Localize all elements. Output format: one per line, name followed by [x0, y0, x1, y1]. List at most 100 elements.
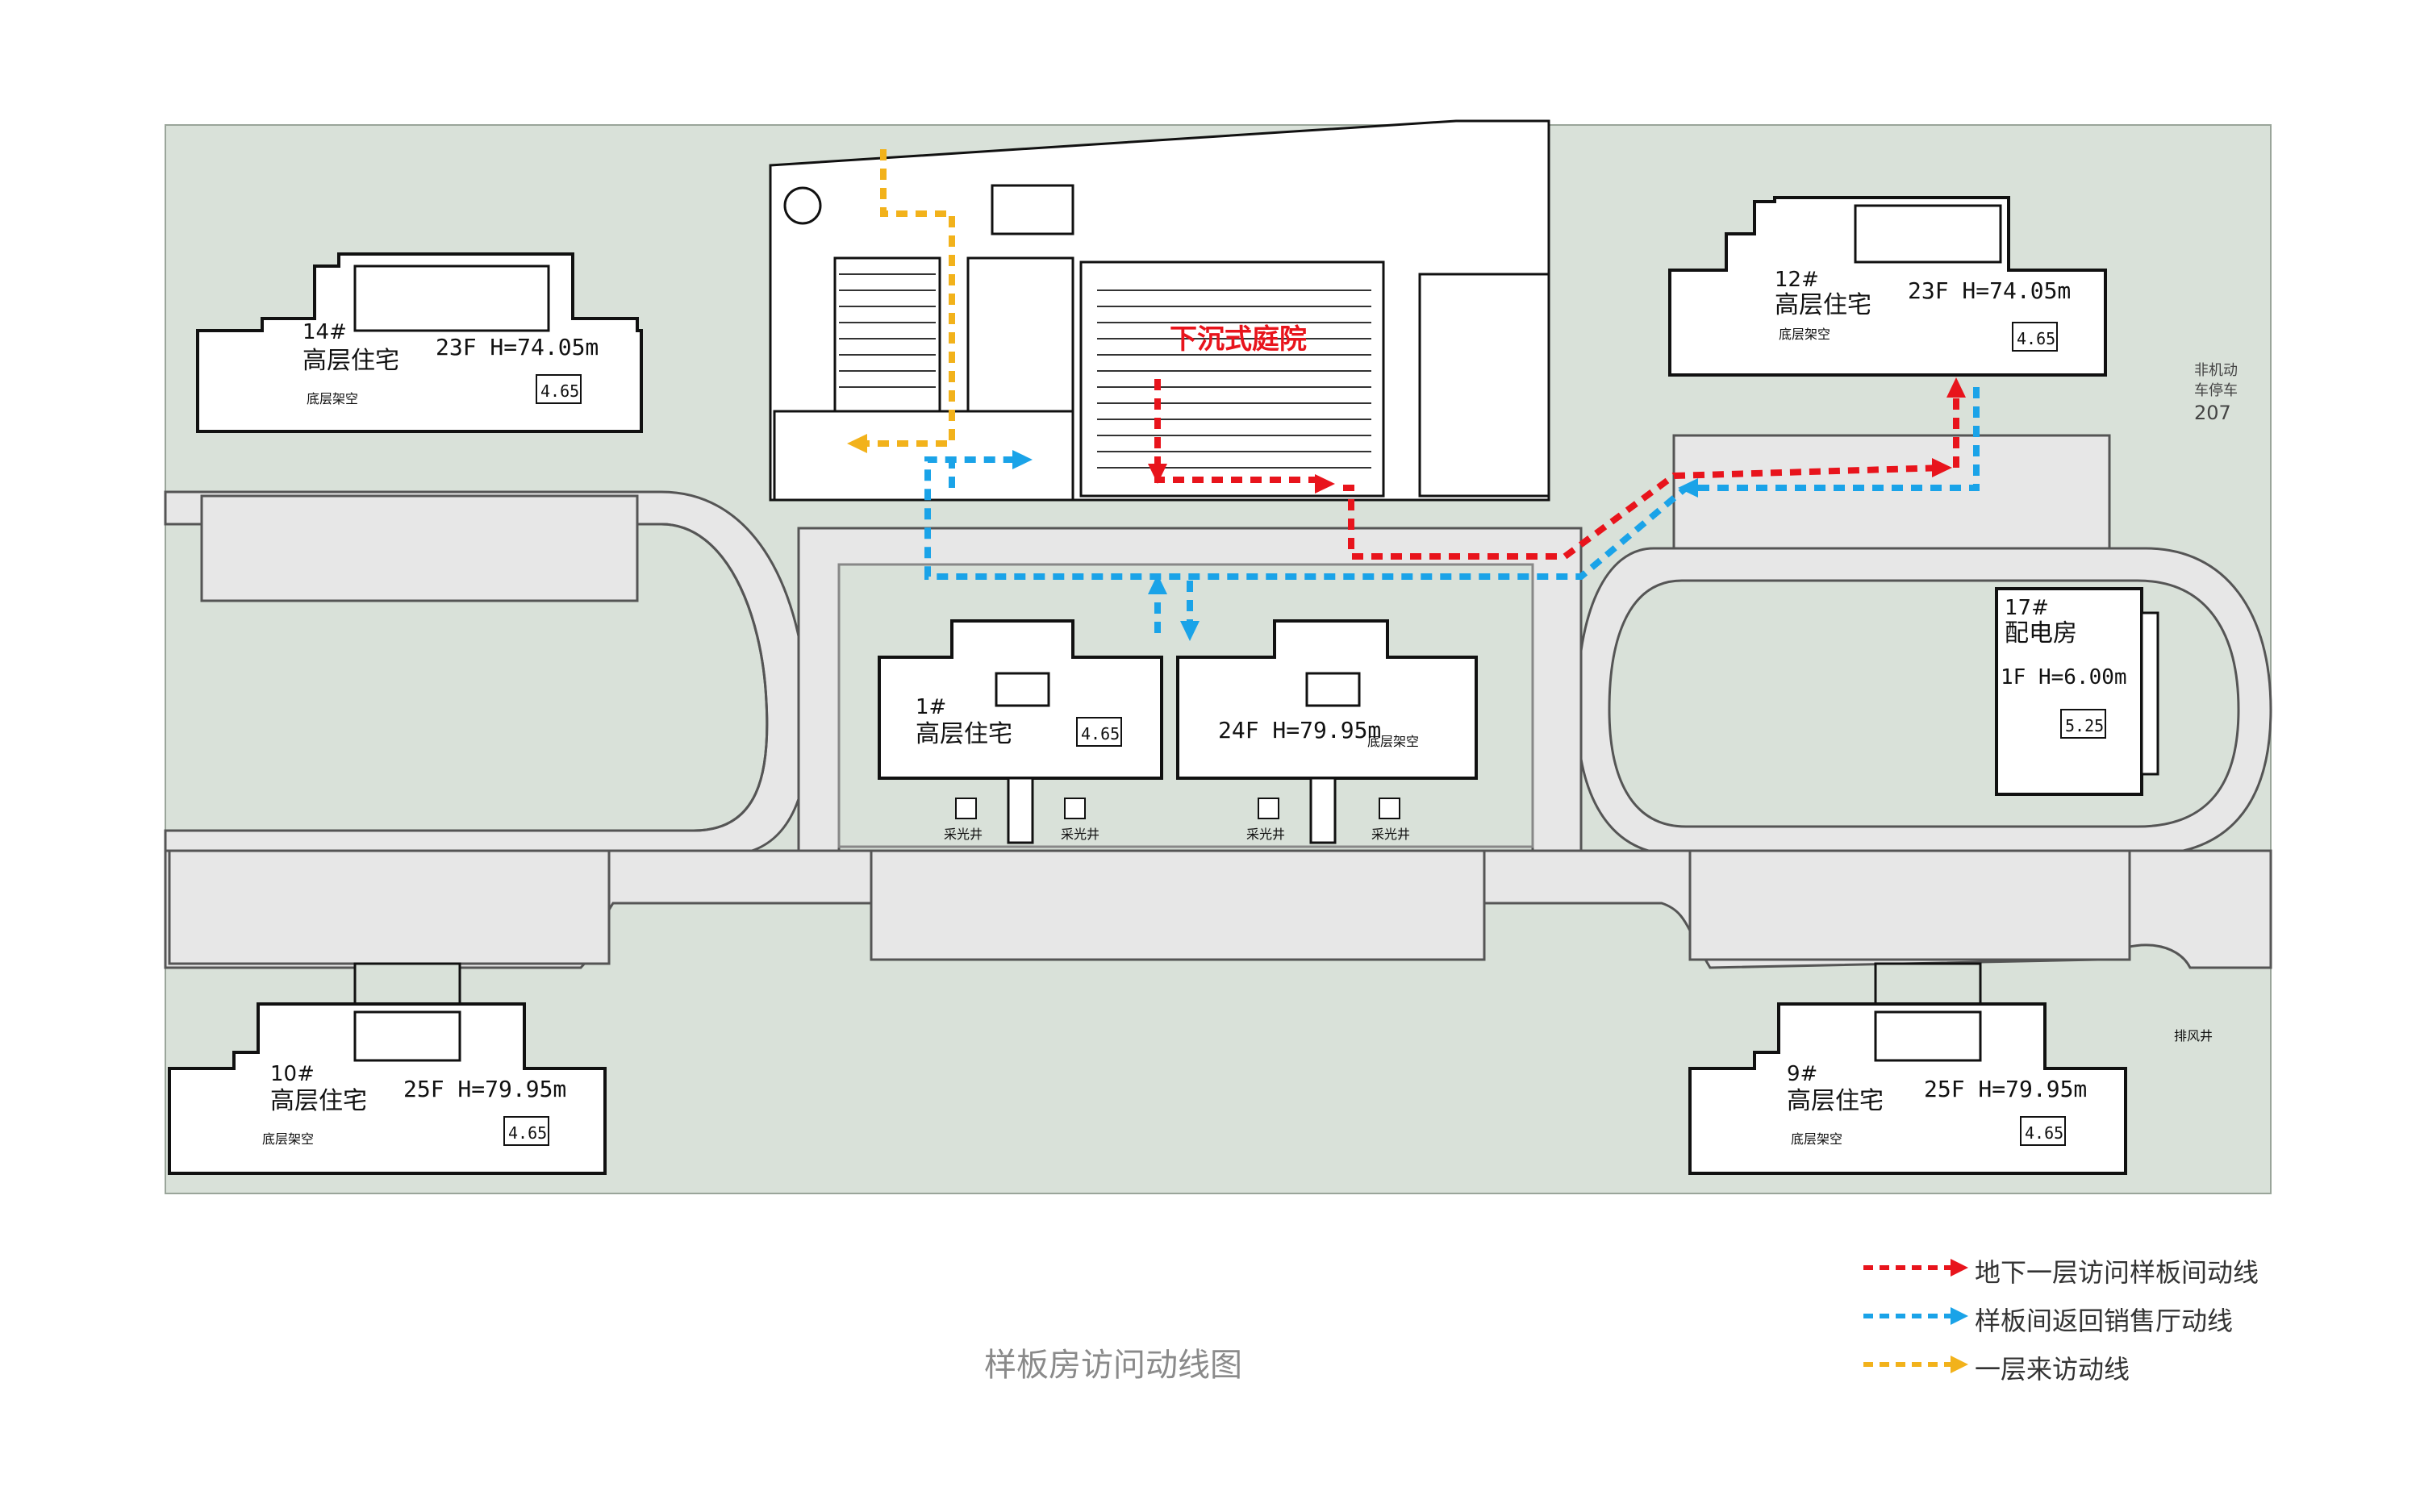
building-17-type: 配电房 [2005, 619, 2077, 648]
parking-label-2: 车停车 [2194, 382, 2238, 399]
building-9-type: 高层住宅 [1787, 1087, 1884, 1115]
building-9-ground: 底层架空 [1791, 1131, 1842, 1147]
legend-arrow-b1 [1951, 1259, 1968, 1277]
road-strip-5 [1688, 849, 2131, 961]
building-10-id: 10# [270, 1062, 315, 1086]
entry-block [773, 410, 1074, 502]
building-9: 9# 高层住宅 25F H=79.95m 底层架空 4.65 [1688, 962, 2127, 1175]
building-1-elev: 4.65 [1081, 724, 1120, 744]
sales-center [769, 119, 1550, 502]
building-9-elev: 4.65 [2025, 1123, 2063, 1143]
building-17-elev: 5.25 [2065, 716, 2104, 735]
building-1-id: 1# [916, 695, 946, 719]
building-10-ground: 底层架空 [262, 1131, 314, 1147]
building-14-info: 23F H=74.05m [436, 334, 599, 360]
building-9-outline [1688, 1002, 2127, 1175]
parking-label-1: 非机动 [2194, 362, 2238, 379]
vent-label: 排风井 [2174, 1028, 2213, 1043]
building-12-elev: 4.65 [2017, 329, 2055, 348]
skylight-2 [1064, 798, 1086, 819]
stair-block-2 [966, 256, 1074, 413]
road-strip-2 [1672, 434, 2111, 550]
building-12-ground: 底层架空 [1779, 327, 1830, 342]
building-1-elev-box [1076, 717, 1122, 747]
building-17-id: 17# [2005, 596, 2049, 620]
route-ground [855, 149, 955, 447]
legend-arrow-return [1951, 1307, 1968, 1325]
building-10-core [353, 1010, 461, 1062]
parking-label-3: 207 [2194, 402, 2231, 424]
building-12-core [1854, 204, 2002, 264]
route-ground-arrow [847, 434, 867, 453]
building-9-id: 9# [1787, 1062, 1817, 1086]
legend-arrow-ground [1951, 1356, 1968, 1373]
skylight-4 [1379, 798, 1400, 819]
skylight-1 [955, 798, 977, 819]
road-strip-1 [200, 494, 639, 602]
building-1-type: 高层住宅 [916, 720, 1012, 748]
building-17-info: 1F H=6.00m [2001, 665, 2127, 689]
elevator-core [991, 184, 1074, 235]
building-10: 10# 高层住宅 25F H=79.95m 底层架空 4.65 [168, 962, 607, 1175]
figure-caption: 样板房访问动线图 [984, 1347, 1242, 1384]
legend-label-b1: 地下一层访问样板间动线 [1975, 1257, 2259, 1288]
building-1-info: 24F H=79.95m [1218, 717, 1381, 744]
sales-hall-east [1418, 273, 1550, 498]
legend [1863, 1259, 1968, 1373]
building-12-info: 23F H=74.05m [1908, 277, 2071, 304]
building-10-type: 高层住宅 [270, 1087, 367, 1115]
skylight-label-1: 采光井 [944, 827, 983, 842]
courtyard-steps [839, 273, 1371, 469]
building-14-core [353, 264, 550, 332]
building-12-id: 12# [1775, 268, 1819, 292]
building-14-elev: 4.65 [540, 381, 579, 401]
building-14-type: 高层住宅 [302, 347, 399, 375]
building-9-core [1874, 1010, 1982, 1062]
route-b1-arrow-2 [1932, 458, 1952, 477]
building-17-elev-box [2060, 709, 2106, 739]
building-1: 1# 高层住宅 24F H=79.95m 底层架空 4.65 采光井 采光井 采… [878, 619, 1478, 844]
route-return-arrow-2 [1012, 450, 1033, 469]
route-b1-arrow-4 [1148, 464, 1167, 484]
feature-label: 下沉式庭院 [1170, 323, 1307, 356]
route-return-arrow-3 [1180, 621, 1200, 641]
building-10-tower [353, 962, 461, 1006]
building-9-tower [1874, 962, 1982, 1006]
legend-label-return: 样板间返回销售厅动线 [1975, 1306, 2234, 1336]
building-9-elev-box [2020, 1116, 2066, 1146]
route-b1-arrow-1 [1315, 474, 1335, 494]
building-14-ground: 底层架空 [307, 391, 358, 406]
left-inner-lawn [165, 523, 769, 832]
building-1-entry-e [1309, 777, 1337, 844]
building-1-core-e [1305, 672, 1361, 707]
building-14-id: 14# [302, 320, 347, 344]
building-12: 12# 高层住宅 23F H=74.05m 底层架空 4.65 [1668, 196, 2107, 377]
building-10-info: 25F H=79.95m [403, 1076, 566, 1102]
building-9-info: 25F H=79.95m [1924, 1076, 2087, 1102]
building-17: 17# 配电房 1F H=6.00m 5.25 [1995, 587, 2159, 796]
route-b1-arrow-3 [1946, 377, 1966, 398]
skylight-3 [1258, 798, 1279, 819]
building-1-ground: 底层架空 [1367, 734, 1419, 749]
legend-label-ground: 一层来访动线 [1975, 1354, 2130, 1385]
route-return-arrow-4 [1148, 574, 1167, 594]
building-12-elev-box [2012, 322, 2058, 352]
building-17-annex [2140, 611, 2159, 776]
road-strip-3 [168, 849, 611, 965]
building-10-elev: 4.65 [508, 1123, 547, 1143]
stair-block-1 [833, 256, 941, 413]
building-1-entry-w [1007, 777, 1034, 844]
building-14-elev-box [536, 374, 582, 404]
building-10-elev-box [503, 1116, 549, 1146]
fan-symbol [783, 186, 822, 225]
building-10-outline [168, 1002, 607, 1175]
building-1-core-w [995, 672, 1050, 707]
skylight-label-3: 采光井 [1246, 827, 1285, 842]
building-12-type: 高层住宅 [1775, 291, 1871, 319]
building-14: 14# 高层住宅 23F H=74.05m 底层架空 4.65 [196, 252, 643, 433]
building-17-outline [1995, 587, 2143, 796]
route-return-arrow-1 [1678, 478, 1698, 498]
skylight-label-2: 采光井 [1061, 827, 1099, 842]
courtyard-outline [1079, 260, 1385, 498]
